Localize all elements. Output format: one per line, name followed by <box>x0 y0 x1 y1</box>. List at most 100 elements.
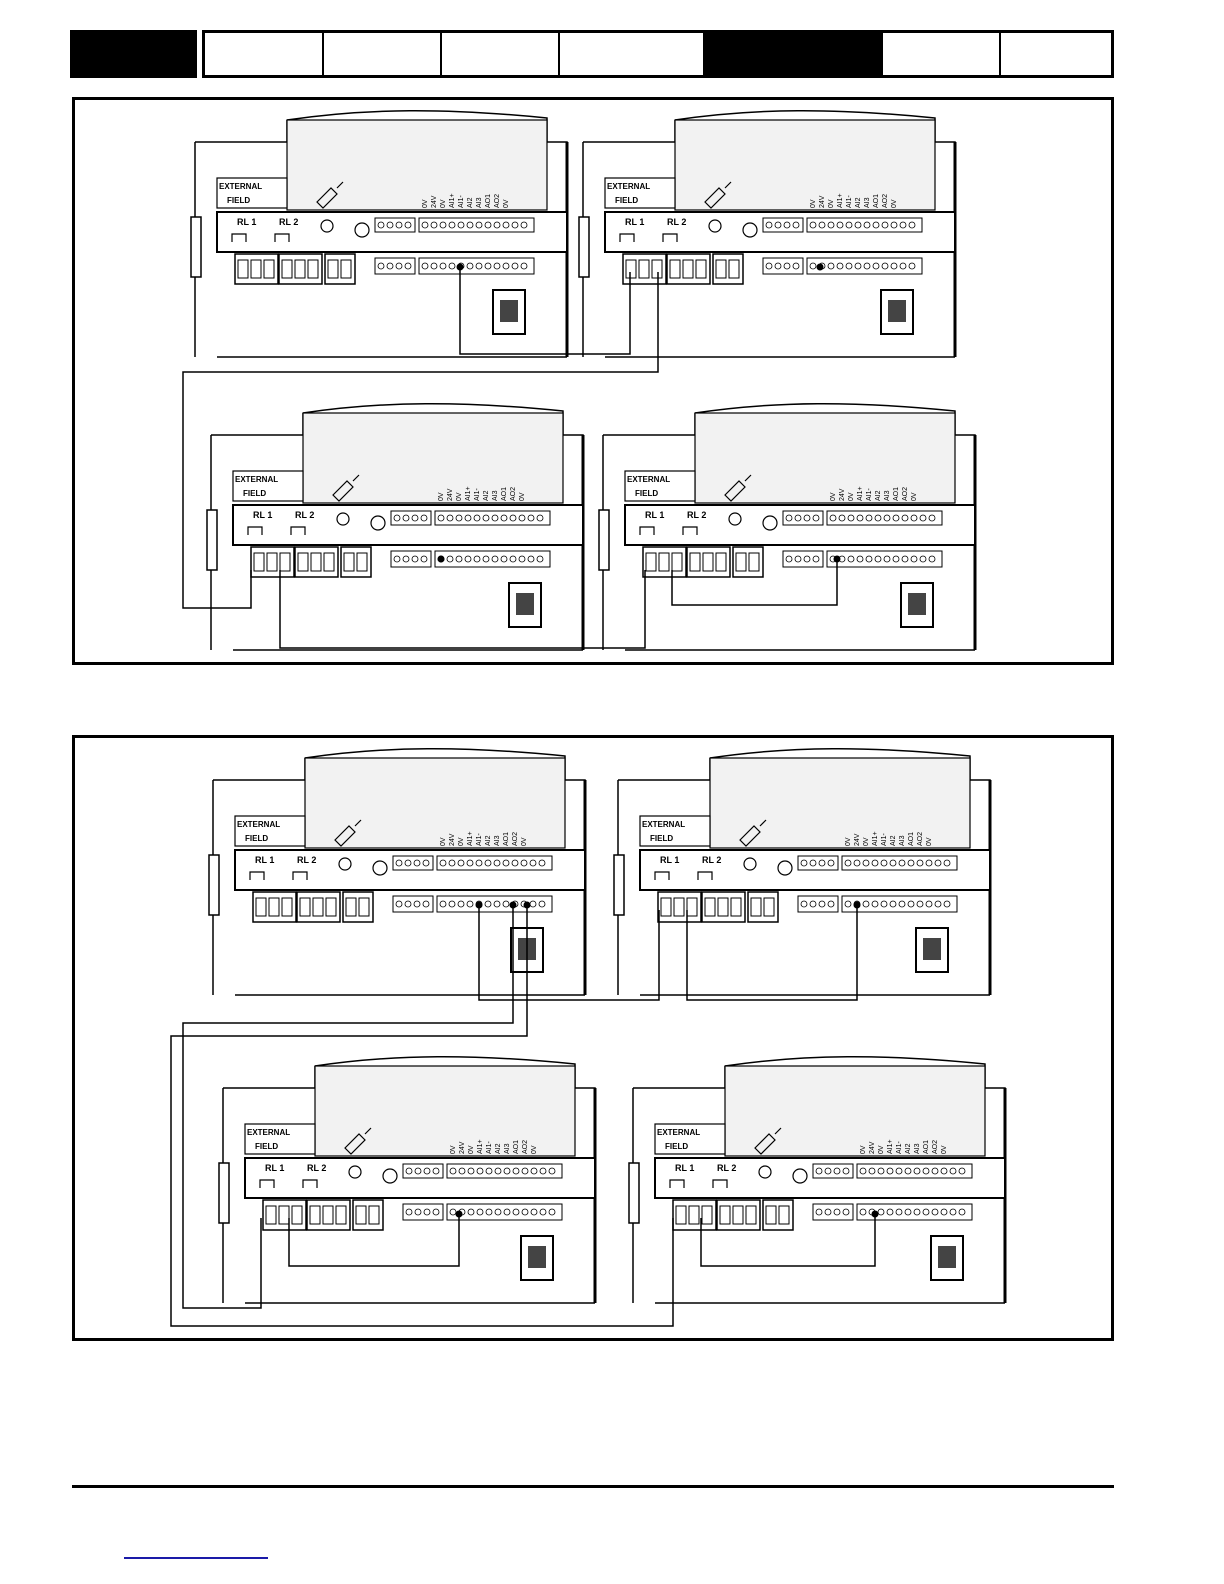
terminal-screw <box>863 262 871 270</box>
terminal-screw <box>899 262 907 270</box>
header-tab-2[interactable] <box>324 33 442 75</box>
relay-2-label: RL 2 <box>295 510 314 520</box>
field-label: FIELD <box>665 1142 688 1151</box>
relay-terminal-screw <box>638 259 650 279</box>
terminal-screw <box>856 555 864 563</box>
terminal-screw <box>432 1208 440 1216</box>
wire-d5-to-d6 <box>478 905 660 1001</box>
terminal-screw <box>943 859 951 867</box>
terminal-screw <box>439 221 447 229</box>
terminal-screw <box>466 900 474 908</box>
terminal-screw <box>414 1167 422 1175</box>
terminal-label: AI3 <box>864 197 871 208</box>
terminal-screw <box>925 900 933 908</box>
terminal-screw <box>928 555 936 563</box>
terminal-screw <box>405 1208 413 1216</box>
terminal-screw <box>473 555 481 563</box>
terminal-screw <box>845 262 853 270</box>
terminal-screw <box>518 555 526 563</box>
terminal-screw <box>430 262 438 270</box>
terminal-screw <box>423 1208 431 1216</box>
header-tab-4[interactable] <box>560 33 705 75</box>
relay-terminal-screw <box>345 897 357 917</box>
relay-symbols <box>231 233 290 242</box>
terminal-label: AO2 <box>522 1140 529 1154</box>
terminal-screw <box>818 900 826 908</box>
ground-screw-icon <box>792 1168 808 1184</box>
header-tab-1[interactable] <box>205 33 324 75</box>
wire-d7-local <box>288 1214 460 1267</box>
terminal-screw <box>949 1167 957 1175</box>
relay-terminal-screw <box>310 552 322 572</box>
terminal-screw <box>518 514 526 522</box>
terminal-label: 0V <box>440 837 447 846</box>
terminal-screw <box>809 900 817 908</box>
terminal-screw <box>800 859 808 867</box>
terminal-screw <box>865 514 873 522</box>
terminal-screw <box>919 555 927 563</box>
terminal-screw <box>800 900 808 908</box>
terminal-label: AI2 <box>483 490 490 501</box>
terminal-label: 24V <box>869 1141 876 1154</box>
terminal-screw <box>847 555 855 563</box>
terminal-screw <box>527 555 535 563</box>
header-tab-5-active[interactable] <box>705 33 883 75</box>
footer-link-underline[interactable] <box>124 1557 268 1559</box>
terminal-screw <box>812 514 820 522</box>
relay-terminal-screw <box>682 259 694 279</box>
terminal-screw <box>931 1167 939 1175</box>
relay-terminal-screw <box>368 1205 380 1225</box>
ground-screw-icon <box>372 860 388 876</box>
terminal-screw <box>949 1208 957 1216</box>
terminal-label: 0V <box>828 199 835 208</box>
relay-terminal-screw <box>660 897 672 917</box>
terminal-label: 24V <box>459 1141 466 1154</box>
terminal-screw <box>871 900 879 908</box>
terminal-label: AI1+ <box>857 486 864 501</box>
drive-top-cover <box>314 1065 576 1157</box>
relay-terminal-screw <box>763 897 775 917</box>
relay-terminal-screw <box>263 259 275 279</box>
relay-terminal-screw <box>327 259 339 279</box>
terminal-label: AO1 <box>893 487 900 501</box>
terminal-screw <box>457 900 465 908</box>
relay-terminal-screw <box>250 259 262 279</box>
terminal-screw <box>922 1208 930 1216</box>
terminal-screw <box>475 262 483 270</box>
terminal-screw <box>485 1208 493 1216</box>
terminal-screw <box>538 900 546 908</box>
terminal-screw <box>411 514 419 522</box>
terminal-label: AO2 <box>902 487 909 501</box>
header-tab-6[interactable] <box>883 33 1001 75</box>
terminal-label: AI1+ <box>477 1139 484 1154</box>
wire-d4-local <box>671 559 838 606</box>
relay-1-label: RL 1 <box>255 855 274 865</box>
terminal-screw <box>485 1167 493 1175</box>
drive-top-cover <box>304 757 566 849</box>
terminal-label: AI1- <box>866 487 873 501</box>
thermistor-symbol <box>348 1165 362 1179</box>
terminal-screw <box>402 514 410 522</box>
terminal-screw <box>455 555 463 563</box>
terminal-screw <box>377 221 385 229</box>
terminal-screw <box>874 514 882 522</box>
header-tab-3[interactable] <box>442 33 560 75</box>
terminal-screw <box>484 859 492 867</box>
external-field-box <box>216 177 288 209</box>
external-field-box <box>232 470 304 502</box>
header-tab-7[interactable] <box>1001 33 1111 75</box>
relay-symbols <box>669 1179 728 1188</box>
relay-terminal-screw <box>268 897 280 917</box>
terminal-screw <box>467 1167 475 1175</box>
terminal-block-upper-left <box>374 217 416 233</box>
terminal-screw <box>827 859 835 867</box>
terminal-screw <box>476 1167 484 1175</box>
external-field-box <box>639 815 711 847</box>
terminal-screw <box>377 262 385 270</box>
terminal-label: AI3 <box>492 490 499 501</box>
terminal-screw <box>809 262 817 270</box>
relay-terminal-screw <box>651 259 663 279</box>
relay-terminal-screw <box>704 897 716 917</box>
